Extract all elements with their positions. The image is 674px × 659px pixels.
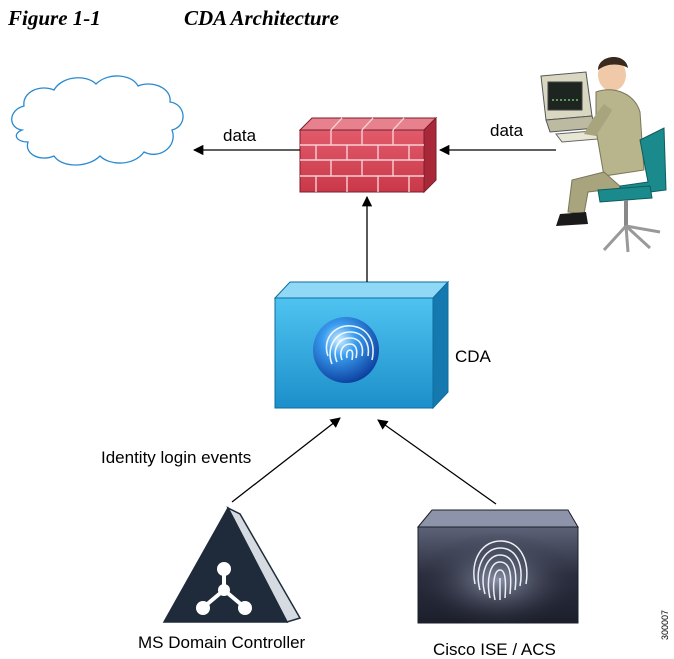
arrow-ise-to-cda (377, 419, 497, 505)
cisco-ise-acs-icon (416, 509, 579, 624)
data-label-left: data (223, 126, 257, 145)
cloud-icon (11, 75, 184, 166)
domain-controller-icon (162, 506, 302, 623)
figure-id-label: 300007 (660, 610, 670, 640)
arrow-dc-to-cda (231, 417, 341, 503)
firewall-icon (298, 116, 438, 194)
fingerprint-icon (473, 540, 528, 601)
figure-number: Figure 1-1 (8, 6, 101, 30)
figure-title: CDA Architecture (184, 6, 339, 30)
cda-label: CDA (455, 347, 492, 366)
user-workstation-icon (540, 56, 667, 253)
cisco-ise-acs-label: Cisco ISE / ACS (433, 640, 556, 659)
cda-appliance-icon (273, 280, 450, 410)
fingerprint-orb-icon (313, 317, 379, 383)
ms-domain-controller-label: MS Domain Controller (138, 633, 306, 652)
identity-login-events-label: Identity login events (101, 448, 251, 467)
data-label-right: data (490, 121, 524, 140)
